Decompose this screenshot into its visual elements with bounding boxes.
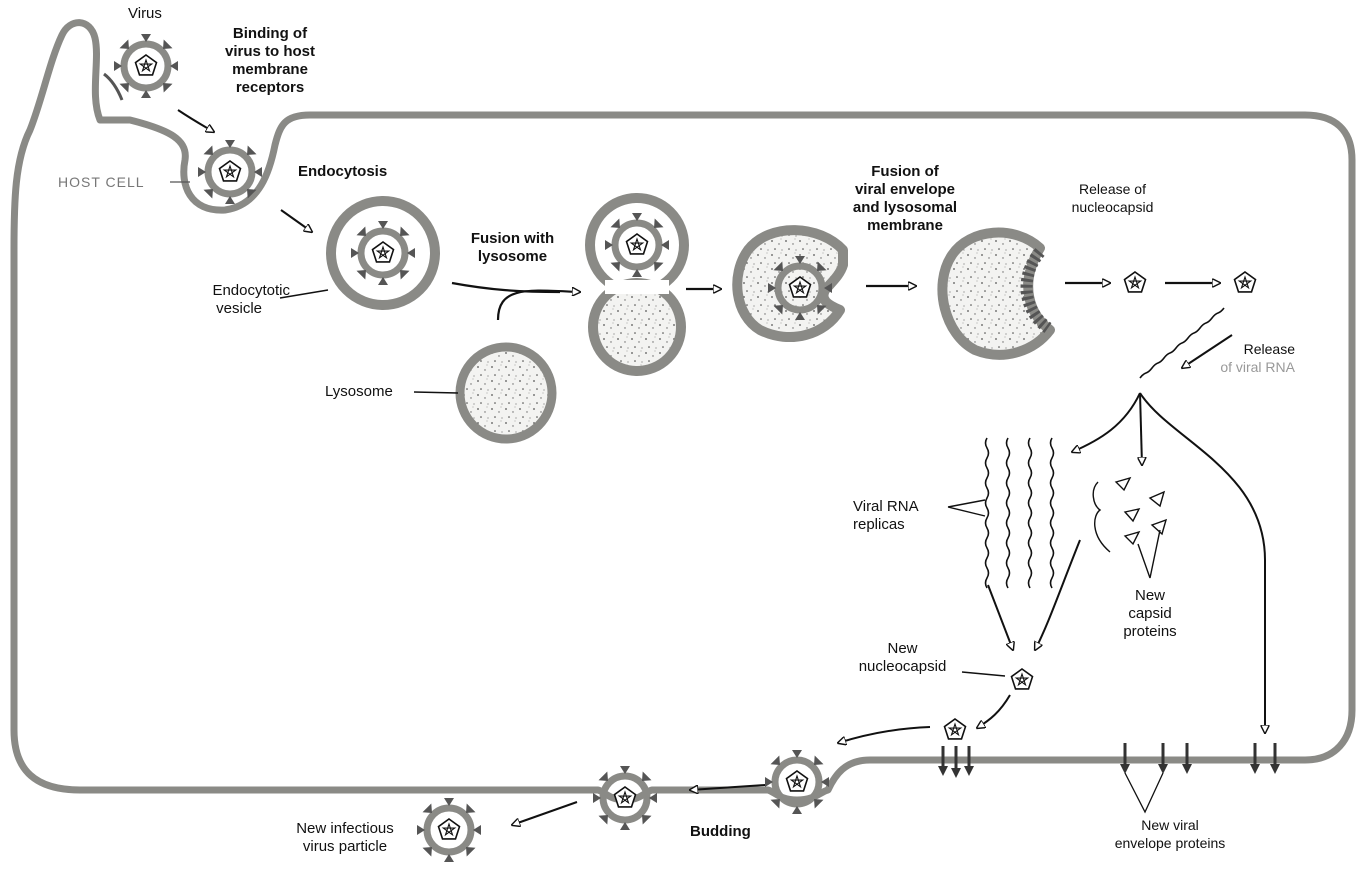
new-capsid-line-2: capsid	[1110, 605, 1190, 623]
new-envelope-line-1: New viral	[1090, 816, 1250, 834]
lysosome-label: Lysosome	[325, 383, 393, 401]
endocytotic-line-1: Endocytotic	[160, 282, 290, 300]
new-capsid-line-1: New	[1110, 587, 1190, 605]
new-nucleocapsid-line-2: nucleocapsid	[840, 658, 965, 676]
release-nucleocapsid-label: Release of nucleocapsid	[1050, 180, 1175, 216]
viral-rna-replicas-line-2: replicas	[853, 516, 919, 534]
binding-line-1: Binding of	[215, 25, 325, 43]
virus-label: Virus	[128, 5, 162, 23]
fusion-lysosome-label: Fusion with lysosome	[455, 230, 570, 266]
fusion-lysosome-line-2: lysosome	[455, 248, 570, 266]
release-rna-line-1: Release	[1185, 340, 1295, 358]
new-envelope-line-2: envelope proteins	[1090, 834, 1250, 852]
release-rna-line-2: of viral RNA	[1185, 358, 1295, 376]
fusion-lysosome-line-1: Fusion with	[455, 230, 570, 248]
binding-line-3: membrane	[215, 61, 325, 79]
release-nucleocapsid-line-2: nucleocapsid	[1050, 198, 1175, 216]
host-cell-label: HOST CELL	[58, 173, 145, 191]
new-nucleocapsid-label: New nucleocapsid	[840, 640, 965, 676]
new-envelope-proteins-label: New viral envelope proteins	[1090, 816, 1250, 852]
fusion-envelope-line-4: membrane	[840, 217, 970, 235]
budding-label: Budding	[690, 823, 751, 841]
new-infectious-virus-label: New infectious virus particle	[275, 820, 415, 856]
viral-rna-replicas-line-1: Viral RNA	[853, 498, 919, 516]
fusion-envelope-line-1: Fusion of	[840, 163, 970, 181]
new-capsid-line-3: proteins	[1110, 623, 1190, 641]
new-capsid-proteins-label: New capsid proteins	[1110, 587, 1190, 641]
new-infectious-line-2: virus particle	[275, 838, 415, 856]
binding-line-2: virus to host	[215, 43, 325, 61]
endocytotic-line-2: vesicle	[160, 300, 290, 318]
new-nucleocapsid-line-1: New	[840, 640, 965, 658]
binding-label: Binding of virus to host membrane recept…	[215, 25, 325, 97]
fusion-envelope-line-2: viral envelope	[840, 181, 970, 199]
fusion-envelope-line-3: and lysosomal	[840, 199, 970, 217]
release-nucleocapsid-line-1: Release of	[1050, 180, 1175, 198]
new-infectious-line-1: New infectious	[275, 820, 415, 838]
fusion-envelope-label: Fusion of viral envelope and lysosomal m…	[840, 163, 970, 235]
binding-line-4: receptors	[215, 79, 325, 97]
endocytosis-label: Endocytosis	[298, 163, 387, 181]
release-rna-label: Release of viral RNA	[1185, 340, 1295, 376]
endocytotic-vesicle-label: Endocytotic vesicle	[160, 282, 290, 318]
viral-rna-replicas-label: Viral RNA replicas	[853, 498, 919, 534]
